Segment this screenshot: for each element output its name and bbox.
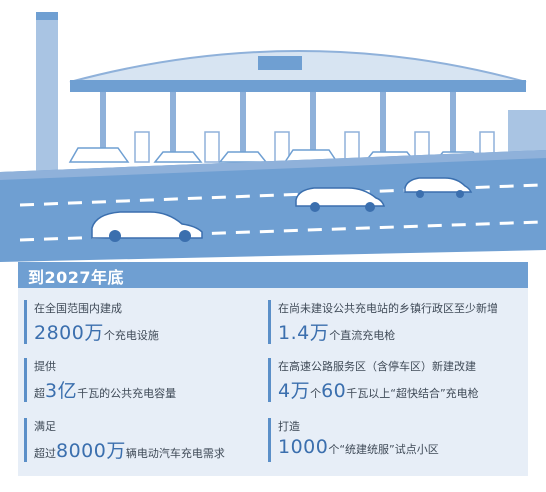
stat-number: 3亿 <box>45 380 78 402</box>
stat-dc-chargers: 在尚未建设公共充电站的乡镇行政区至少新增 1.4万个直流充电枪 <box>268 298 526 348</box>
stat-pilot-communities: 打造 1000个“统建统服”试点小区 <box>268 416 526 466</box>
stat-value: 4万个60千瓦以上“超快结合”充电枪 <box>278 376 479 403</box>
stat-mid-unit: 个 <box>310 387 322 400</box>
stat-label: 在全国范围内建成 <box>34 302 122 315</box>
stat-number: 1.4万 <box>278 322 330 344</box>
accent-bar <box>268 418 271 462</box>
stat-unit: 千瓦的公共充电容量 <box>77 387 177 400</box>
stat-unit: 个直流充电枪 <box>329 329 396 342</box>
accent-bar <box>24 358 27 402</box>
stat-prefix: 超 <box>34 387 45 400</box>
accent-bar <box>268 300 271 344</box>
stat-number: 4万 <box>278 380 311 402</box>
stat-value: 超过8000万辆电动汽车充电需求 <box>34 436 225 463</box>
banner: 到2027年底 <box>18 262 528 288</box>
stat-number-2: 60 <box>321 380 347 402</box>
stat-unit: 个“统建统服”试点小区 <box>328 443 439 456</box>
stats-panel: 在全国范围内建成 2800万个充电设施 提供 超3亿千瓦的公共充电容量 满足 超… <box>18 288 528 476</box>
stat-label: 提供 <box>34 360 56 373</box>
stat-capacity: 提供 超3亿千瓦的公共充电容量 <box>24 356 264 406</box>
accent-bar <box>24 418 27 462</box>
banner-title: 到2027年底 <box>28 268 125 287</box>
stat-number: 8000万 <box>56 440 126 462</box>
charging-station-illustration <box>0 12 546 262</box>
stat-highway-chargers: 在高速公路服务区（含停车区）新建改建 4万个60千瓦以上“超快结合”充电枪 <box>268 356 526 406</box>
stat-value: 1.4万个直流充电枪 <box>278 318 395 345</box>
stat-label: 满足 <box>34 420 56 433</box>
stat-label: 在高速公路服务区（含停车区）新建改建 <box>278 360 476 373</box>
stat-number: 2800万 <box>34 322 104 344</box>
stat-unit: 辆电动汽车充电需求 <box>125 447 225 460</box>
stat-label: 在尚未建设公共充电站的乡镇行政区至少新增 <box>278 302 498 315</box>
stat-charging-facilities: 在全国范围内建成 2800万个充电设施 <box>24 298 264 348</box>
stat-vehicles: 满足 超过8000万辆电动汽车充电需求 <box>24 416 264 466</box>
stat-value: 超3亿千瓦的公共充电容量 <box>34 376 176 403</box>
accent-bar <box>24 300 27 344</box>
stat-value: 1000个“统建统服”试点小区 <box>278 436 439 458</box>
accent-bar <box>268 358 271 402</box>
stat-label: 打造 <box>278 420 300 433</box>
stat-number: 1000 <box>278 436 329 458</box>
stat-unit: 个充电设施 <box>103 329 159 342</box>
stat-value: 2800万个充电设施 <box>34 318 159 345</box>
stat-unit: 千瓦以上“超快结合”充电枪 <box>346 387 479 400</box>
stat-prefix: 超过 <box>34 447 56 460</box>
